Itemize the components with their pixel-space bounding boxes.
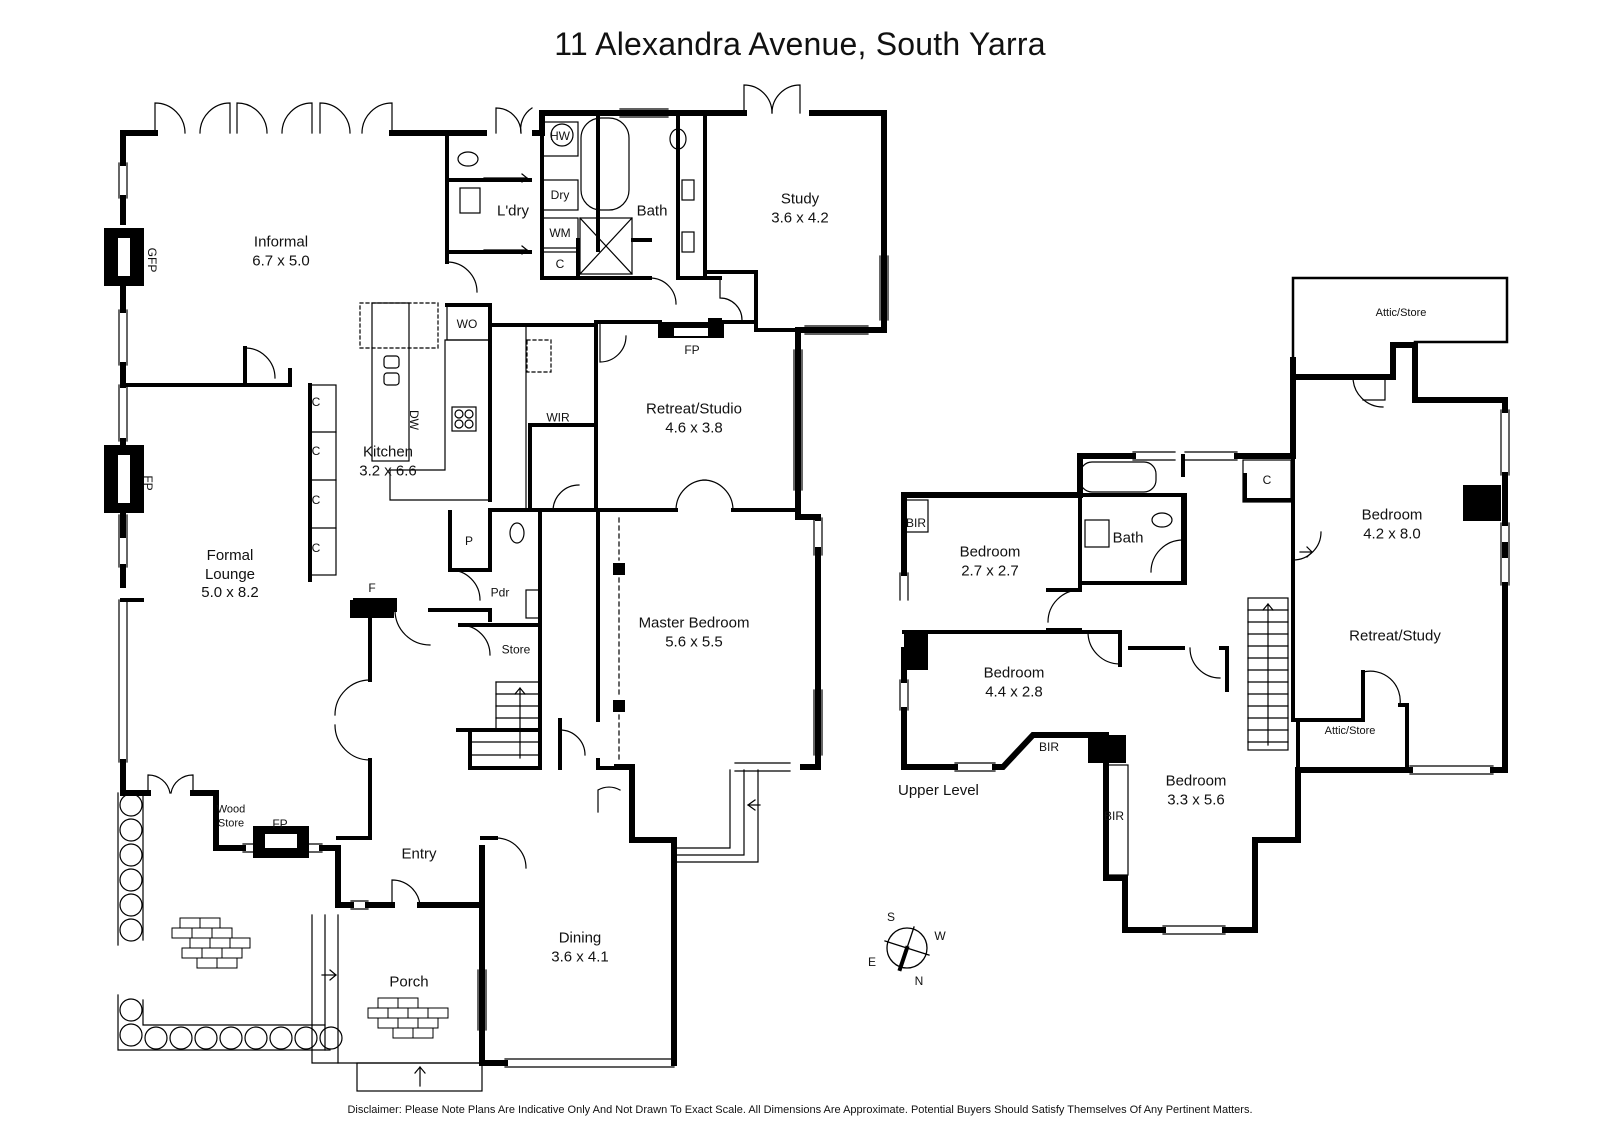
tag-cupboard-laundry: C xyxy=(555,257,565,271)
fireplace-openings xyxy=(118,238,708,848)
upper-windows xyxy=(899,409,1510,935)
tag-washing-machine: WM xyxy=(549,226,571,240)
room-retreat-studio: Retreat/Studio 4.6 x 3.8 xyxy=(646,400,742,438)
tag-bir-bedroom-4: BIR xyxy=(1103,809,1125,823)
room-retreat-studio-name: Retreat/Studio xyxy=(646,400,742,418)
room-bedroom-3-name: Bedroom xyxy=(983,664,1045,682)
side-steps xyxy=(673,769,761,863)
room-formal-lounge-name: Formal Lounge xyxy=(204,546,256,583)
room-dining-name: Dining xyxy=(558,929,602,947)
room-pdr: Pdr xyxy=(490,585,510,600)
tag-hot-water: HW xyxy=(550,129,570,143)
brick-pattern xyxy=(171,917,449,1039)
room-study: Study 3.6 x 4.2 xyxy=(771,190,829,228)
upper-fireplaces xyxy=(904,485,1501,763)
tag-cupboard-upper: C xyxy=(1262,473,1272,487)
room-bedroom-4-dim: 3.3 x 5.6 xyxy=(1167,791,1225,808)
room-retreat-study: Retreat/Study xyxy=(1349,627,1441,645)
room-study-name: Study xyxy=(780,190,820,208)
room-bedroom-2-name: Bedroom xyxy=(1361,506,1423,524)
room-bedroom-1: Bedroom 2.7 x 2.7 xyxy=(960,543,1021,581)
room-study-dim: 3.6 x 4.2 xyxy=(771,209,829,226)
disclaimer: Disclaimer: Please Note Plans Are Indica… xyxy=(347,1104,1253,1116)
compass-north: N xyxy=(914,974,924,988)
upper-level-label: Upper Level xyxy=(898,782,979,799)
tag-bir-bedroom-1: BIR xyxy=(905,516,927,530)
room-attic-store-2: Attic/Store xyxy=(1324,725,1376,738)
room-bedroom-1-name: Bedroom xyxy=(959,543,1021,561)
ground-doors xyxy=(147,84,801,906)
room-upper-bath: Bath xyxy=(1112,529,1144,547)
room-laundry: L'dry xyxy=(496,202,530,220)
tag-cupboard-4: C xyxy=(311,541,321,555)
garden-shrubs xyxy=(117,792,343,1051)
tag-cupboard-2: C xyxy=(311,444,321,458)
room-informal-name: Informal xyxy=(253,233,309,251)
room-kitchen-name: Kitchen xyxy=(362,443,414,461)
compass-east: E xyxy=(867,955,877,969)
room-bedroom-1-dim: 2.7 x 2.7 xyxy=(961,562,1019,579)
room-master-bedroom: Master Bedroom 5.6 x 5.5 xyxy=(639,614,750,652)
tag-dryer: Dry xyxy=(550,188,570,202)
upper-stairs xyxy=(1247,597,1289,751)
upper-fixtures xyxy=(903,459,1292,876)
room-kitchen: Kitchen 3.2 x 6.6 xyxy=(359,443,417,481)
room-formal-lounge-dim: 5.0 x 8.2 xyxy=(201,584,259,602)
upper-interior-walls xyxy=(902,454,1409,772)
room-bedroom-3-dim: 4.4 x 2.8 xyxy=(985,683,1043,700)
tag-dishwasher: DW xyxy=(407,410,421,430)
tag-fridge: F xyxy=(368,581,376,595)
tag-fireplace-outdoor: FP xyxy=(272,817,288,831)
room-retreat-studio-dim: 4.6 x 3.8 xyxy=(665,419,723,436)
tag-fireplace-lounge: FP xyxy=(141,475,155,491)
room-bedroom-2: Bedroom 4.2 x 8.0 xyxy=(1362,506,1423,544)
room-wir: WIR xyxy=(546,410,570,425)
room-wood-store: Wood Store xyxy=(216,803,246,830)
room-attic-store: Attic/Store xyxy=(1375,307,1427,320)
room-bedroom-3: Bedroom 4.4 x 2.8 xyxy=(984,664,1045,702)
upper-attic-walls xyxy=(1291,276,1509,375)
tag-cupboard-3: C xyxy=(311,493,321,507)
tag-cupboard-1: C xyxy=(311,395,321,409)
ground-stairs xyxy=(469,681,541,759)
room-bedroom-4: Bedroom 3.3 x 5.6 xyxy=(1166,772,1227,810)
room-entry: Entry xyxy=(401,845,437,863)
room-bedroom-2-dim: 4.2 x 8.0 xyxy=(1363,525,1421,542)
plan-title: 11 Alexandra Avenue, South Yarra xyxy=(554,26,1046,62)
room-informal: Informal 6.7 x 5.0 xyxy=(252,233,310,271)
ground-interior-walls xyxy=(120,111,800,840)
tag-fireplace-retreat: FP xyxy=(684,343,700,357)
room-formal-lounge: Formal Lounge 5.0 x 8.2 xyxy=(201,528,259,622)
room-master-bedroom-dim: 5.6 x 5.5 xyxy=(665,633,723,650)
room-dining-dim: 3.6 x 4.1 xyxy=(551,948,609,965)
tag-wall-oven: WO xyxy=(456,317,478,331)
laundry-arrows xyxy=(483,173,528,255)
upper-doors xyxy=(1047,376,1401,706)
ground-windows xyxy=(118,108,889,1068)
compass-west: W xyxy=(934,929,946,943)
room-dining: Dining 3.6 x 4.1 xyxy=(551,929,609,967)
kitchen-cupboards xyxy=(309,121,579,576)
compass-south: S xyxy=(886,910,896,924)
tag-bir-bedroom-3: BIR xyxy=(1038,740,1060,754)
tag-gas-fireplace: GFP xyxy=(145,247,159,273)
tag-pantry: P xyxy=(464,534,474,548)
porch xyxy=(311,914,483,1092)
compass-rose xyxy=(884,926,930,972)
bath-fixtures xyxy=(457,117,695,619)
room-master-bedroom-name: Master Bedroom xyxy=(638,614,750,632)
room-store: Store xyxy=(501,642,531,657)
room-bath: Bath xyxy=(636,202,668,220)
room-bedroom-4-name: Bedroom xyxy=(1165,772,1227,790)
room-porch: Porch xyxy=(389,973,429,991)
room-informal-dim: 6.7 x 5.0 xyxy=(252,252,310,269)
room-kitchen-dim: 3.2 x 6.6 xyxy=(359,462,417,479)
